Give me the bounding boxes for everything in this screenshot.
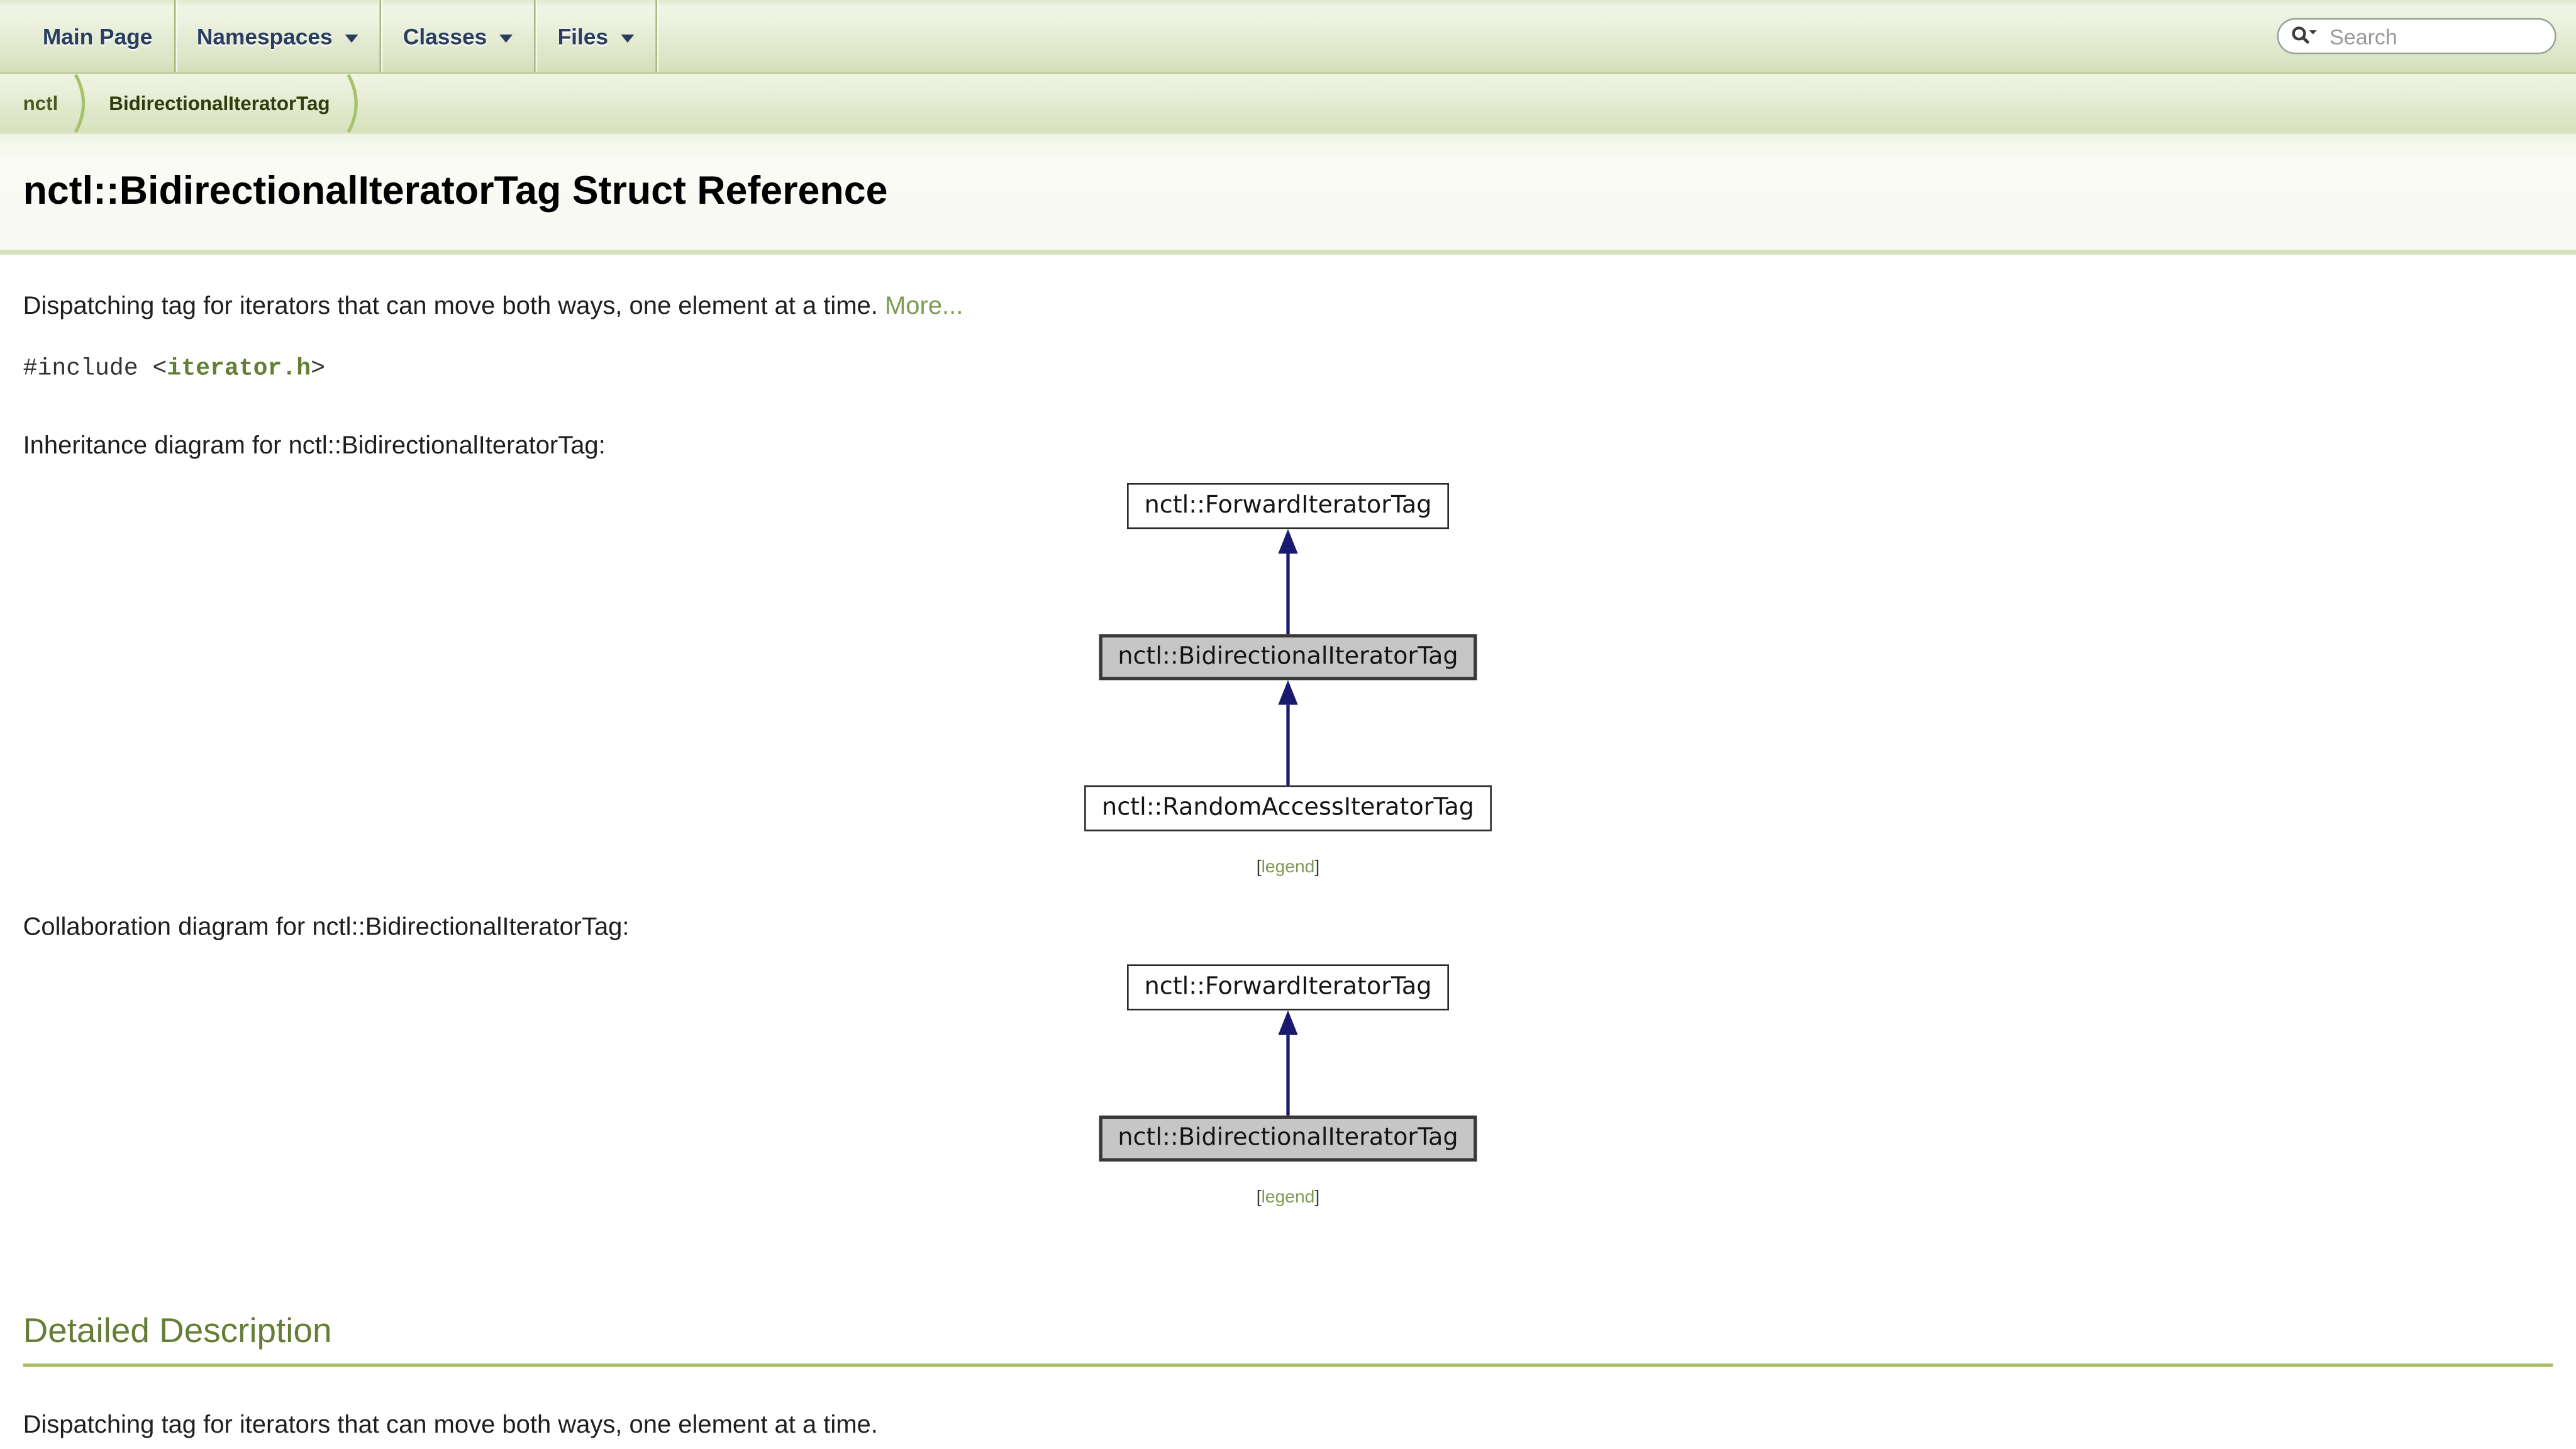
page-title: nctl::BidirectionalIteratorTag Struct Re… <box>23 169 888 214</box>
detailed-description-text: Dispatching tag for iterators that can m… <box>23 1411 878 1440</box>
diagram-node-randomaccessiteratortag[interactable]: nctl::RandomAccessIteratorTag <box>1084 785 1492 831</box>
tab-classes-label: Classes <box>402 23 487 49</box>
main-nav-tabbar: Main Page Namespaces Classes Files <box>0 0 2576 74</box>
brief-text: Dispatching tag for iterators that can m… <box>23 292 878 321</box>
include-suffix: > <box>311 356 326 383</box>
inheritance-caption: Inheritance diagram for nctl::Bidirectio… <box>23 432 606 460</box>
arrowhead <box>1278 1010 1298 1035</box>
contents: Dispatching tag for iterators that can m… <box>0 291 2576 1441</box>
dropdown-arrow-icon <box>621 33 635 42</box>
legend-link[interactable]: legend <box>1261 1187 1315 1208</box>
diagram-node-forwarditeratortag[interactable]: nctl::ForwardIteratorTag <box>1126 483 1450 530</box>
dropdown-arrow-icon <box>345 33 359 42</box>
page-header: nctl::BidirectionalIteratorTag Struct Re… <box>0 135 2576 255</box>
arrowhead <box>1278 680 1298 705</box>
tab-files[interactable]: Files <box>536 0 658 72</box>
legend-bracket: [ <box>1256 857 1262 877</box>
search-dropdown-arrow-icon <box>2309 30 2317 35</box>
breadcrumb-item-nctl[interactable]: nctl <box>23 92 58 115</box>
tab-main-page-label: Main Page <box>42 23 153 49</box>
brief-description: Dispatching tag for iterators that can m… <box>23 291 2553 322</box>
tab-namespaces-label: Namespaces <box>196 23 333 49</box>
inheritance-arrow-icon <box>1278 529 1298 635</box>
diagram-node-bidirectionaliteratortag-current: nctl::BidirectionalIteratorTag <box>1099 1115 1477 1162</box>
legend-bracket: ] <box>1314 857 1320 877</box>
legend-link[interactable]: legend <box>1261 857 1315 877</box>
dropdown-arrow-icon <box>500 33 514 42</box>
legend-bracket: ] <box>1314 1187 1320 1208</box>
collaboration-arrow-icon <box>1278 1010 1298 1116</box>
tab-classes[interactable]: Classes <box>382 0 536 72</box>
collaboration-diagram: nctl::ForwardIteratorTag nctl::Bidirecti… <box>23 964 2553 1208</box>
section-divider <box>23 1363 2553 1367</box>
search-box[interactable] <box>2277 18 2557 55</box>
detailed-description-heading: Detailed Description <box>23 1313 332 1351</box>
collaboration-caption: Collaboration diagram for nctl::Bidirect… <box>23 913 630 941</box>
arrow-stem <box>1286 553 1290 635</box>
include-line: #include <iterator.h> <box>23 357 2553 383</box>
inheritance-diagram: nctl::ForwardIteratorTag nctl::Bidirecti… <box>23 483 2553 877</box>
tab-main-page[interactable]: Main Page <box>21 0 175 72</box>
tab-namespaces[interactable]: Namespaces <box>175 0 382 72</box>
arrowhead <box>1278 529 1298 554</box>
collaboration-legend: [legend] <box>1257 1188 1319 1208</box>
arrow-stem <box>1286 704 1290 786</box>
tabbar-spacer <box>657 0 2277 72</box>
include-file-link[interactable]: iterator.h <box>167 356 311 383</box>
legend-bracket: [ <box>1256 1187 1262 1208</box>
diagram-node-forwarditeratortag[interactable]: nctl::ForwardIteratorTag <box>1126 964 1450 1011</box>
breadcrumb-item-bidirectionaliteratortag[interactable]: BidirectionalIteratorTag <box>109 92 330 115</box>
breadcrumb-chevron-icon <box>74 74 86 133</box>
include-prefix: #include < <box>23 356 167 383</box>
more-link[interactable]: More... <box>885 292 963 321</box>
search-icon[interactable] <box>2290 25 2318 48</box>
search-input[interactable] <box>2326 22 2530 50</box>
inheritance-legend: [legend] <box>1257 858 1319 877</box>
inheritance-arrow-icon <box>1278 680 1298 786</box>
breadcrumb-chevron-icon <box>347 74 358 133</box>
breadcrumb: nctl BidirectionalIteratorTag <box>0 74 2576 135</box>
arrow-stem <box>1286 1035 1290 1116</box>
tab-files-label: Files <box>557 23 608 49</box>
diagram-node-bidirectionaliteratortag-current: nctl::BidirectionalIteratorTag <box>1099 634 1477 680</box>
